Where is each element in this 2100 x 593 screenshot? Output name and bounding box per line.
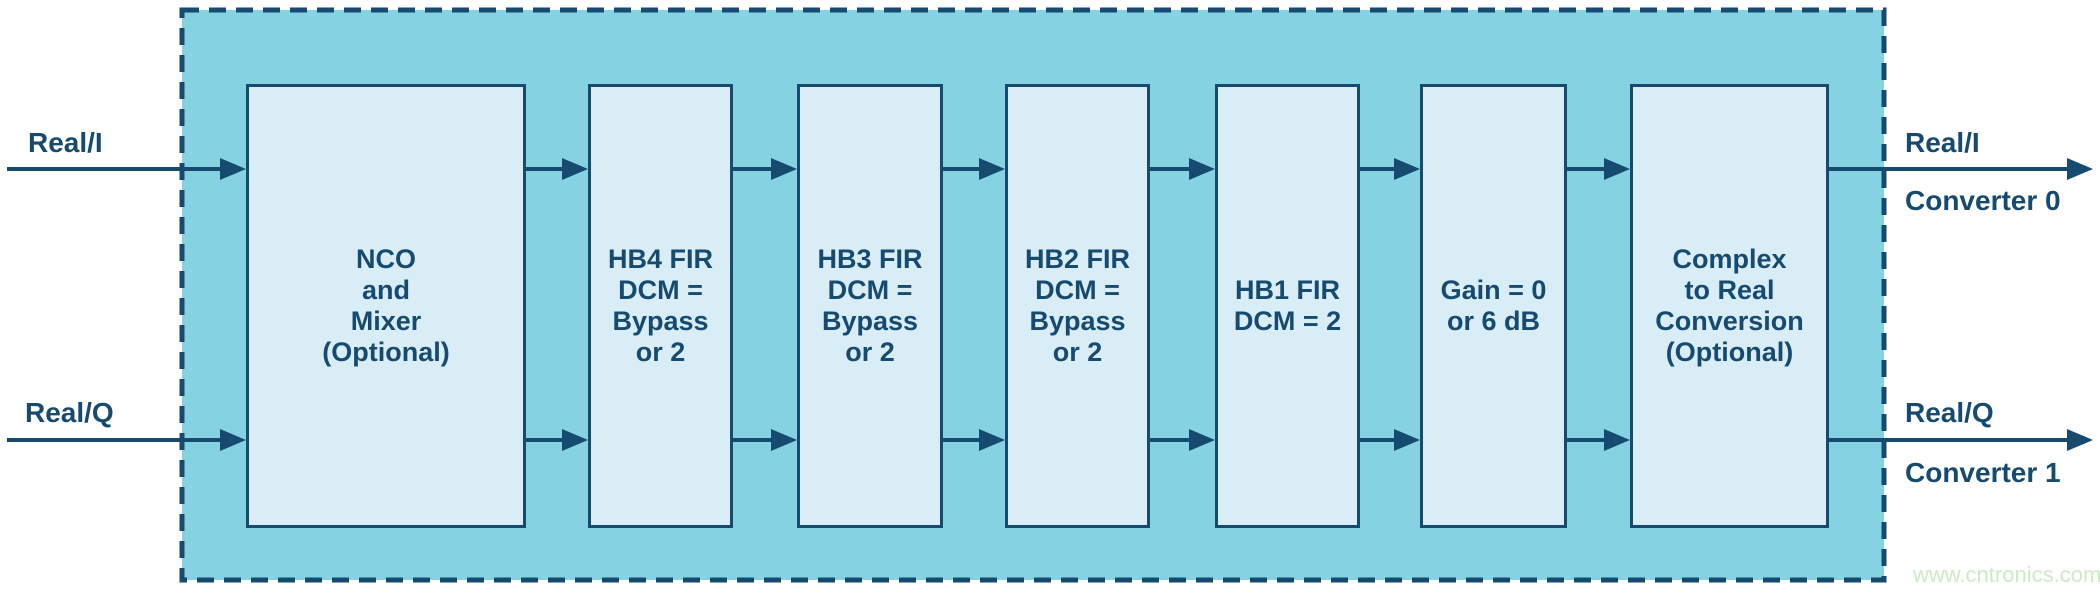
arrow-head-icon — [2067, 158, 2093, 180]
block-text-line: DCM = — [1035, 275, 1120, 305]
block-hb1-fir: HB1 FIR DCM = 2 — [1215, 84, 1360, 528]
block-text-line: and — [361, 275, 410, 305]
arrow-head-icon — [1189, 429, 1215, 451]
arrow-shaft — [733, 167, 777, 171]
arrow-hb3-to-hb2-top — [943, 158, 1005, 180]
block-text-line: HB2 FIR — [1024, 244, 1130, 274]
block-text-line: Bypass — [1029, 306, 1126, 336]
block-text-line: DCM = — [618, 275, 703, 305]
output-label-converter-1: Converter 1 — [1905, 457, 2061, 488]
arrow-shaft — [733, 438, 777, 442]
arrow-hb1-to-gain-top — [1360, 158, 1420, 180]
arrow-shaft — [1150, 167, 1195, 171]
arrow-head-icon — [1189, 158, 1215, 180]
output-arrow-real-i — [1829, 158, 2093, 180]
arrow-head-icon — [220, 429, 246, 451]
block-text-line: DCM = — [827, 275, 913, 305]
block-text-line: NCO — [356, 244, 416, 274]
output-label-real-i: Real/I — [1905, 127, 1980, 158]
arrow-head-icon — [220, 158, 246, 180]
arrow-shaft — [526, 167, 568, 171]
arrow-head-icon — [979, 158, 1005, 180]
arrow-nco-to-hb4-bottom — [526, 429, 588, 451]
arrow-head-icon — [771, 429, 797, 451]
arrow-shaft — [943, 438, 985, 442]
watermark-text: www.cntronics.com — [1913, 562, 2100, 587]
arrow-hb2-to-hb1-bottom — [1150, 429, 1215, 451]
block-text-line: or 2 — [1052, 337, 1103, 367]
block-text-line: Gain = 0 — [1440, 275, 1547, 305]
arrow-shaft — [1567, 167, 1610, 171]
block-nco-mixer: NCO and Mixer (Optional) — [246, 84, 526, 528]
arrow-nco-to-hb4-top — [526, 158, 588, 180]
arrow-hb4-to-hb3-bottom — [733, 429, 797, 451]
arrow-gain-to-complex-top — [1567, 158, 1630, 180]
block-complex-to-real: Complex to Real Conversion (Optional) — [1630, 84, 1829, 528]
arrow-shaft — [1567, 438, 1610, 442]
block-text-line: HB4 FIR — [607, 244, 713, 274]
block-text-line: (Optional) — [1665, 337, 1794, 367]
arrow-head-icon — [771, 158, 797, 180]
arrow-shaft — [7, 167, 226, 171]
block-text-line: Bypass — [821, 306, 919, 336]
arrow-shaft — [1360, 438, 1400, 442]
arrow-shaft — [1829, 167, 2073, 171]
output-label-converter-0: Converter 0 — [1905, 185, 2061, 216]
arrow-hb3-to-hb2-bottom — [943, 429, 1005, 451]
block-text-line: Conversion — [1655, 306, 1804, 336]
block-text-line: or 6 dB — [1446, 306, 1540, 336]
arrow-head-icon — [1604, 429, 1630, 451]
arrow-hb2-to-hb1-top — [1150, 158, 1215, 180]
block-text-line: HB3 FIR — [817, 244, 923, 274]
block-text-line: to Real — [1684, 275, 1775, 305]
block-text-line: Bypass — [612, 306, 709, 336]
arrow-head-icon — [1394, 158, 1420, 180]
input-arrow-real-q — [7, 429, 246, 451]
arrow-shaft — [7, 438, 226, 442]
input-arrow-real-i — [7, 158, 246, 180]
arrow-shaft — [1829, 438, 2073, 442]
input-label-real-i: Real/I — [28, 127, 103, 158]
block-text-line: or 2 — [635, 337, 686, 367]
arrow-shaft — [1150, 438, 1195, 442]
block-hb4-fir: HB4 FIR DCM = Bypass or 2 — [588, 84, 733, 528]
output-arrow-real-q — [1829, 429, 2093, 451]
arrow-head-icon — [1394, 429, 1420, 451]
arrow-hb1-to-gain-bottom — [1360, 429, 1420, 451]
block-hb3-fir: HB3 FIR DCM = Bypass or 2 — [797, 84, 943, 528]
arrow-head-icon — [2067, 429, 2093, 451]
arrow-shaft — [943, 167, 985, 171]
arrow-shaft — [1360, 167, 1400, 171]
block-text-line: HB1 FIR — [1234, 275, 1340, 305]
arrow-shaft — [526, 438, 568, 442]
output-label-real-q: Real/Q — [1905, 397, 1994, 428]
block-text-line: (Optional) — [322, 337, 450, 367]
block-text-line: Mixer — [350, 306, 422, 336]
arrow-gain-to-complex-bottom — [1567, 429, 1630, 451]
arrow-hb4-to-hb3-top — [733, 158, 797, 180]
arrow-head-icon — [1604, 158, 1630, 180]
arrow-head-icon — [562, 158, 588, 180]
block-text-line: DCM = 2 — [1233, 306, 1342, 336]
block-text-line: or 2 — [845, 337, 895, 367]
block-hb2-fir: HB2 FIR DCM = Bypass or 2 — [1005, 84, 1150, 528]
arrow-head-icon — [562, 429, 588, 451]
arrow-head-icon — [979, 429, 1005, 451]
input-label-real-q: Real/Q — [25, 397, 114, 428]
block-gain: Gain = 0 or 6 dB — [1420, 84, 1567, 528]
block-text-line: Complex — [1672, 244, 1787, 274]
